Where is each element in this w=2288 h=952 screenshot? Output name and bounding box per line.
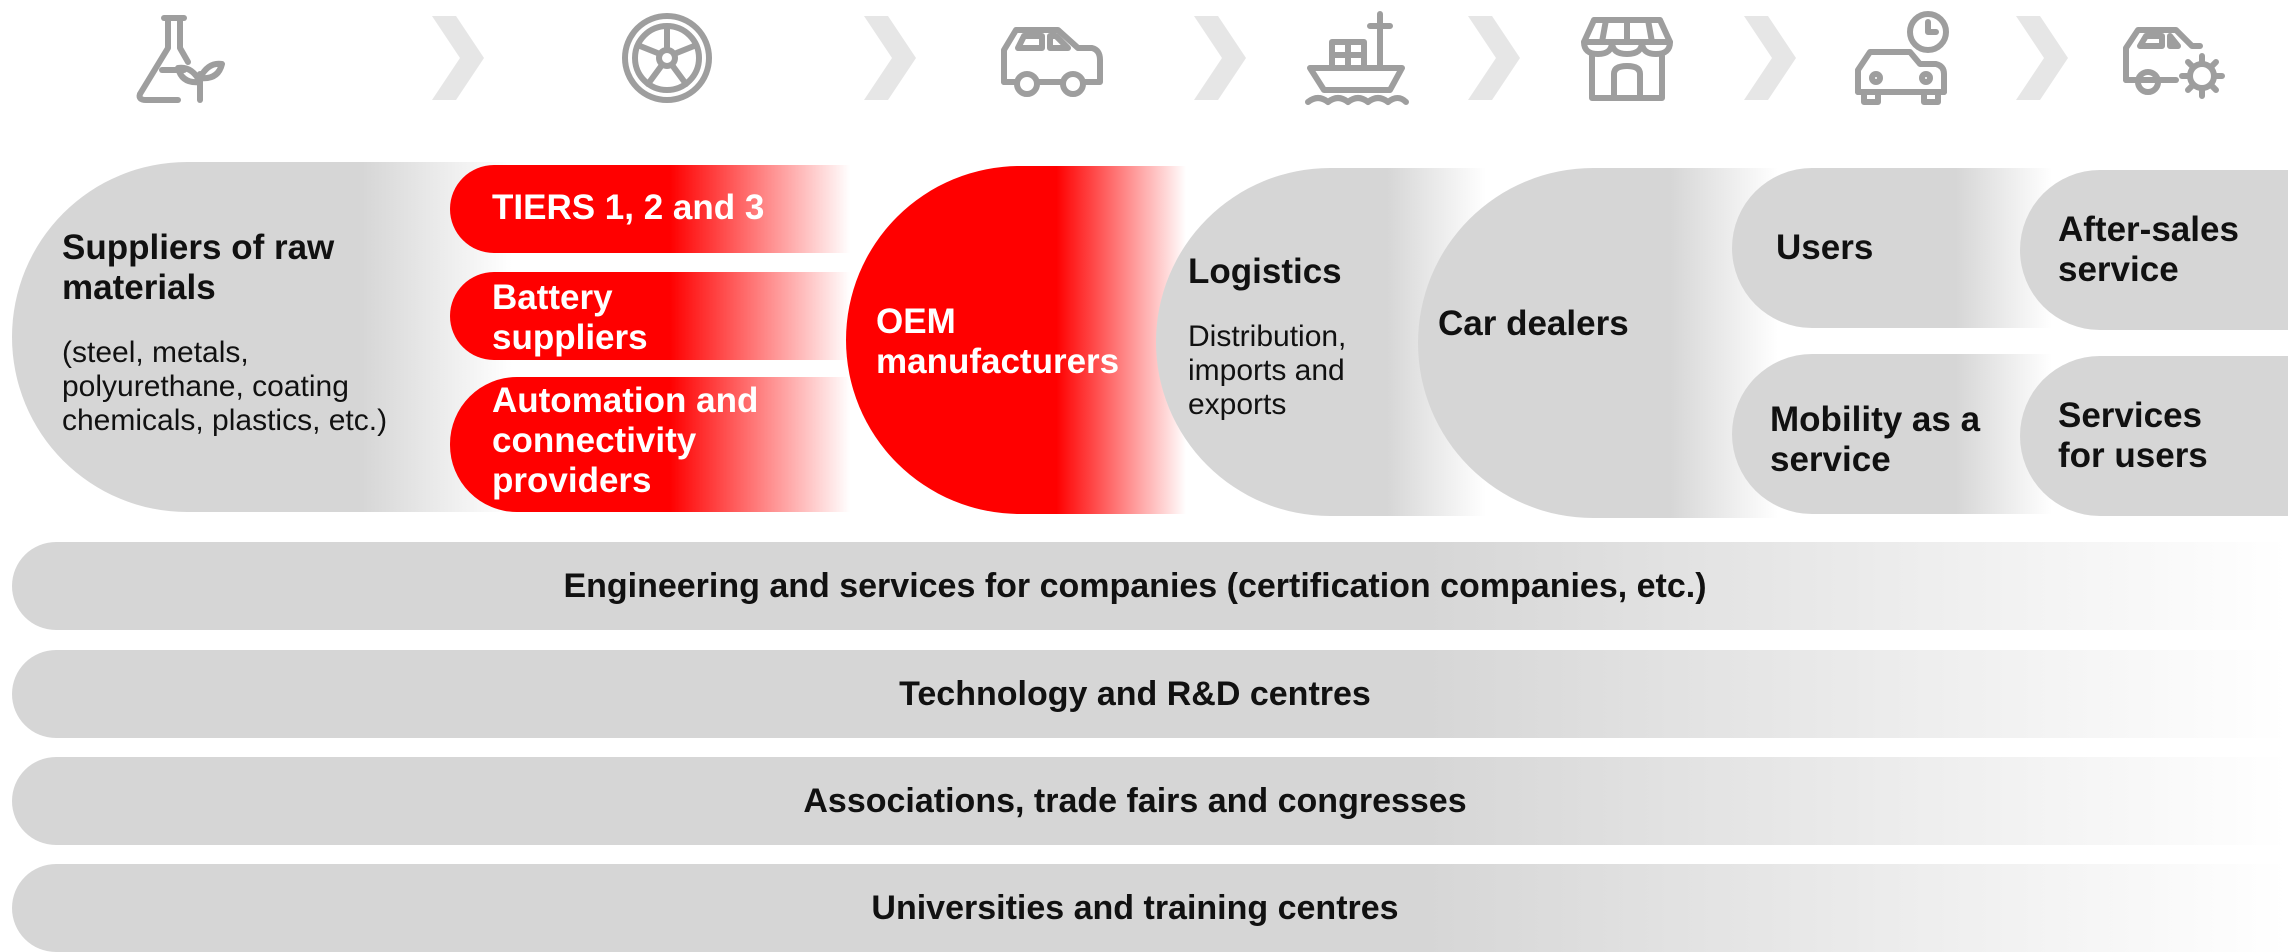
logistics-description: Distribution, imports and exports	[1188, 320, 1346, 422]
mobility-service-line: Mobility as a	[1770, 400, 1981, 439]
chevron-right-icon	[428, 8, 488, 108]
raw-materials-description: (steel, metals, polyurethane, coating ch…	[62, 336, 387, 438]
universities-label: Universities and training centres	[871, 888, 1399, 927]
oem-line: OEM	[876, 302, 956, 341]
car-icon	[996, 8, 1106, 108]
associations-bar: Associations, trade fairs and congresses	[12, 757, 2288, 845]
raw-materials-title-line: Suppliers of raw	[62, 228, 335, 267]
chevron-right-icon	[2012, 8, 2072, 108]
battery-suppliers-pill	[450, 272, 850, 360]
logistics-title: Logistics	[1188, 252, 1342, 291]
after-sales-label: After-sales service	[2058, 210, 2239, 290]
mobility-service-label: Mobility as a service	[1770, 400, 1980, 480]
tire-icon	[612, 8, 722, 108]
car-dealers-pill	[1418, 168, 1778, 518]
after-sales-line: service	[2058, 250, 2179, 289]
mobility-service-line: service	[1770, 440, 1891, 479]
chevron-right-icon	[1190, 8, 1250, 108]
raw-materials-desc-line: (steel, metals,	[62, 336, 249, 369]
services-for-users-pill	[2020, 356, 2288, 516]
mobility-service-pill	[1732, 354, 2052, 514]
oem-pill	[846, 166, 1186, 514]
raw-materials-title: Suppliers of raw materials	[62, 228, 334, 308]
after-sales-pill	[2020, 170, 2288, 330]
services-for-users-label: Services for users	[2058, 396, 2208, 476]
services-for-users-line: Services	[2058, 396, 2203, 435]
automation-line: Automation and	[492, 381, 759, 420]
chevron-right-icon	[1740, 8, 1800, 108]
technology-rd-bar: Technology and R&D centres	[12, 650, 2288, 738]
services-for-users-line: for users	[2058, 436, 2208, 475]
technology-rd-label: Technology and R&D centres	[899, 674, 1371, 713]
engineering-services-label: Engineering and services for companies (…	[563, 566, 1707, 605]
automation-line: connectivity	[492, 421, 697, 460]
logistics-desc-line: Distribution,	[1188, 320, 1347, 353]
associations-label: Associations, trade fairs and congresses	[803, 781, 1467, 820]
oem-line: manufacturers	[876, 342, 1120, 381]
cargo-ship-icon	[1302, 8, 1412, 108]
raw-materials-title-line: materials	[62, 268, 216, 307]
car-dealers-label: Car dealers	[1438, 304, 1629, 343]
chevron-right-icon	[860, 8, 920, 108]
automation-line: providers	[492, 461, 652, 500]
chevron-right-icon	[1464, 8, 1524, 108]
tiers-pill	[450, 165, 850, 253]
battery-suppliers-line: suppliers	[492, 318, 648, 357]
users-label: Users	[1776, 228, 1874, 267]
tiers-label: TIERS 1, 2 and 3	[492, 188, 765, 227]
car-gear-icon	[2118, 8, 2228, 108]
storefront-icon	[1572, 8, 1682, 108]
automation-pill	[450, 377, 850, 512]
after-sales-line: After-sales	[2058, 210, 2239, 249]
raw-materials-desc-line: polyurethane, coating	[62, 370, 349, 403]
oem-label: OEM manufacturers	[876, 302, 1119, 382]
flask-leaf-icon	[122, 8, 232, 108]
automation-label: Automation and connectivity providers	[492, 381, 758, 501]
battery-suppliers-line: Battery	[492, 278, 613, 317]
universities-bar: Universities and training centres	[12, 864, 2288, 952]
engineering-services-bar: Engineering and services for companies (…	[12, 542, 2288, 630]
car-clock-icon	[1848, 8, 1958, 108]
logistics-desc-line: exports	[1188, 388, 1287, 421]
users-pill	[1732, 168, 2052, 328]
raw-materials-pill	[12, 162, 512, 512]
battery-suppliers-label: Battery suppliers	[492, 278, 648, 358]
logistics-desc-line: imports and	[1188, 354, 1345, 387]
raw-materials-desc-line: chemicals, plastics, etc.)	[62, 404, 388, 437]
